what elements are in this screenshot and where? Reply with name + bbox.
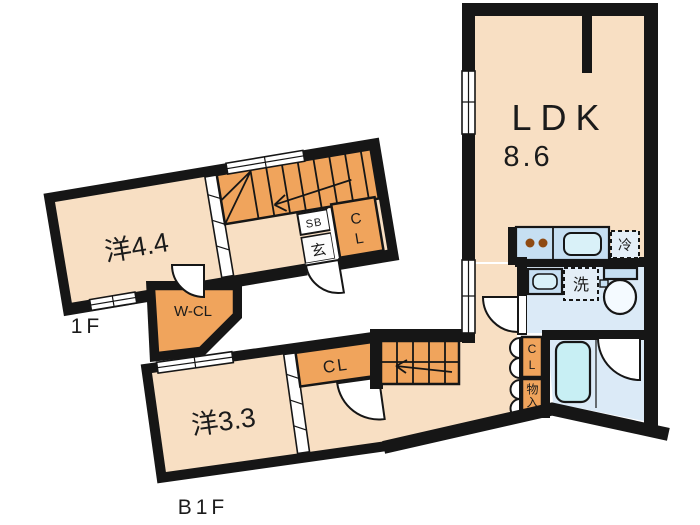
room-western-b1f-floor (152, 354, 298, 473)
storage-b1f-label: 物入 (525, 383, 539, 409)
sliding-partition-b1f (282, 351, 311, 455)
window-hall-left (461, 259, 476, 334)
entrance-genkan: 玄 (300, 231, 337, 265)
toilet-icon (599, 266, 639, 316)
ldk-top-wall (462, 3, 658, 16)
window-western-1f (88, 291, 138, 312)
burner-icon (525, 238, 535, 248)
burner-icon (538, 238, 548, 248)
stair-direction-arrow-1f (273, 178, 352, 212)
stairs-1f (215, 147, 381, 226)
walk-in-closet-label: W-CL (174, 303, 212, 320)
washing-machine-space: 洗 (563, 267, 599, 301)
closet-b1f: CL (294, 340, 378, 388)
bathroom-door-arc (596, 337, 641, 382)
right-column: LDK 8.6 冷 洗 (461, 3, 658, 432)
wcl-door-arc (170, 264, 205, 299)
entrance-label: 玄 (310, 241, 328, 260)
corridor-top-wall (370, 329, 475, 342)
room-ldk-area: 8.6 (503, 141, 552, 173)
window-ldk-left (461, 70, 476, 135)
unit-b1f: CL 洋3.3 (140, 329, 405, 484)
room-ldk-label: LDK (511, 97, 608, 138)
walk-in-closet: W-CL (146, 281, 242, 362)
entrance-door-arc (304, 258, 346, 295)
washroom-top-wall (515, 257, 645, 267)
stair-direction-arrow-b1f (395, 359, 453, 374)
washer-label: 洗 (573, 276, 589, 294)
shoe-box-label: SB (305, 216, 323, 231)
kitchen-sink-icon (563, 232, 602, 256)
kitchen-counter (514, 225, 611, 262)
right-outer-wall (644, 3, 658, 432)
ldk-wall-stub (582, 16, 592, 73)
unit-1f: SB 玄 CL 洋4.4 (43, 137, 400, 317)
shoe-box: SB (296, 208, 332, 237)
closet-b1f-label: CL (322, 355, 350, 377)
stairs-b1f (379, 339, 461, 386)
window-western-b1f (155, 350, 235, 375)
room-ldk-floor (475, 16, 644, 262)
bathroom-top-wall (542, 330, 645, 340)
washroom-door-arc (481, 296, 519, 334)
washbasin-icon (526, 267, 564, 296)
closet-1f-label: CL (346, 209, 369, 251)
bathtub-icon (554, 340, 592, 404)
window-1f-stairs (225, 149, 306, 176)
washroom-opening (518, 296, 526, 333)
kitchen-wall-stub (508, 227, 517, 265)
closet-strip-wall (542, 333, 550, 418)
bottom-outer-wall (382, 402, 670, 454)
floor-label-1f: 1F (71, 315, 104, 338)
refrigerator-space: 冷 (610, 230, 640, 259)
floor-label-b1f: B1F (178, 496, 229, 519)
bifold-doors (509, 336, 521, 420)
hall-closet-b1f-label: CL (525, 342, 539, 374)
refrigerator-label: 冷 (618, 237, 632, 253)
closet-1f: CL (326, 195, 385, 260)
hall-closet-b1f: CL (520, 335, 544, 379)
